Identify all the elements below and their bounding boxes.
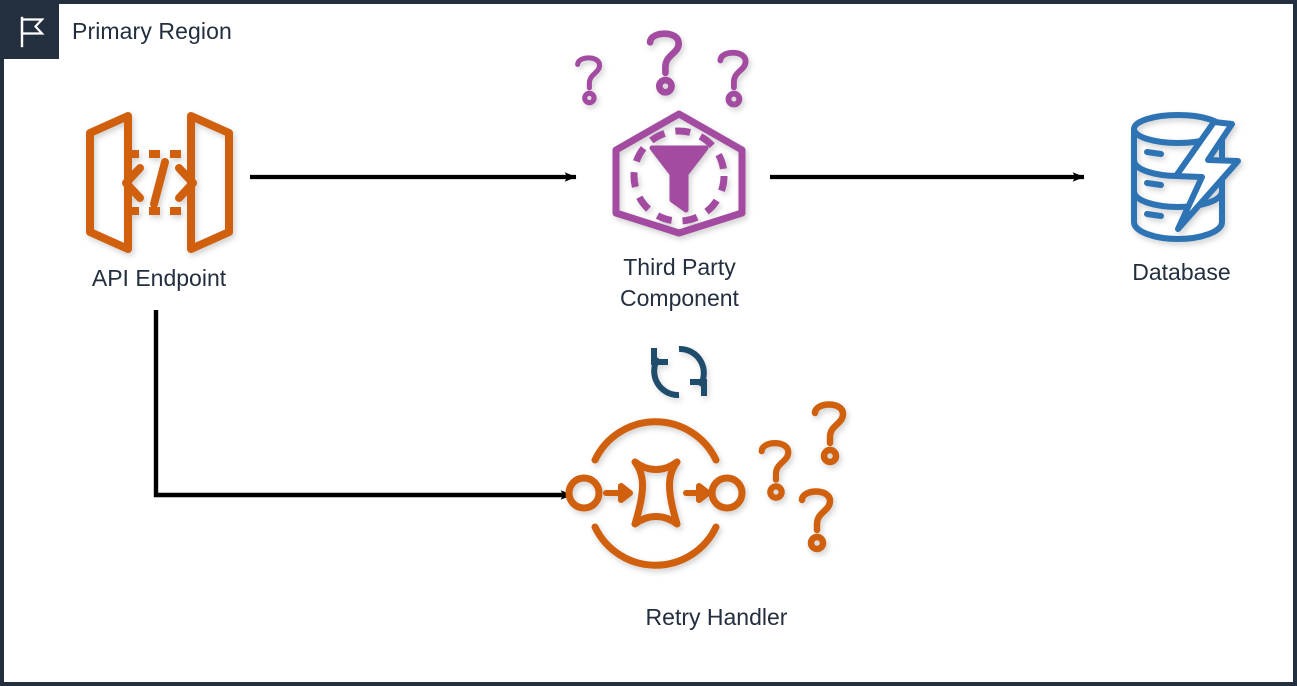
region-title: Primary Region xyxy=(72,18,232,44)
node-label-third-party-component: Third Party Component xyxy=(620,254,739,312)
question-mark-icon xyxy=(717,49,749,108)
third-party-hexagon-filter-icon xyxy=(575,30,749,237)
node-label-api-endpoint: API Endpoint xyxy=(91,265,227,291)
question-mark-icon xyxy=(811,401,847,466)
refresh-loop-icon xyxy=(651,345,707,399)
question-mark-icon xyxy=(575,55,603,106)
api-gateway-icon xyxy=(85,112,233,253)
question-mark-icon xyxy=(798,488,834,553)
flag-icon xyxy=(20,16,45,47)
node-label-database: Database xyxy=(1132,259,1231,285)
endpoint-circle-right xyxy=(708,474,746,512)
step-function-circle-icon xyxy=(565,401,847,569)
node-retry-handler[interactable]: Retry Handler xyxy=(564,392,869,633)
region-badge xyxy=(4,4,59,59)
step-star-icon xyxy=(631,458,681,528)
question-mark-icon xyxy=(646,30,682,96)
question-mark-icon xyxy=(758,440,792,501)
edge-api-to-retry-handler xyxy=(153,310,573,500)
node-database[interactable]: Database xyxy=(1089,104,1274,288)
node-label-retry-handler: Retry Handler xyxy=(645,604,788,630)
node-api-endpoint[interactable]: API Endpoint xyxy=(44,92,274,294)
dashed-circle xyxy=(630,127,728,225)
funnel-icon xyxy=(649,145,709,213)
node-third-party-component[interactable]: Third Party Component xyxy=(567,24,792,314)
lightning-bolt-icon xyxy=(1172,119,1241,232)
database-lightning-icon xyxy=(1130,112,1241,242)
endpoint-circle-left xyxy=(565,474,603,512)
hexagon-outline xyxy=(612,110,746,237)
